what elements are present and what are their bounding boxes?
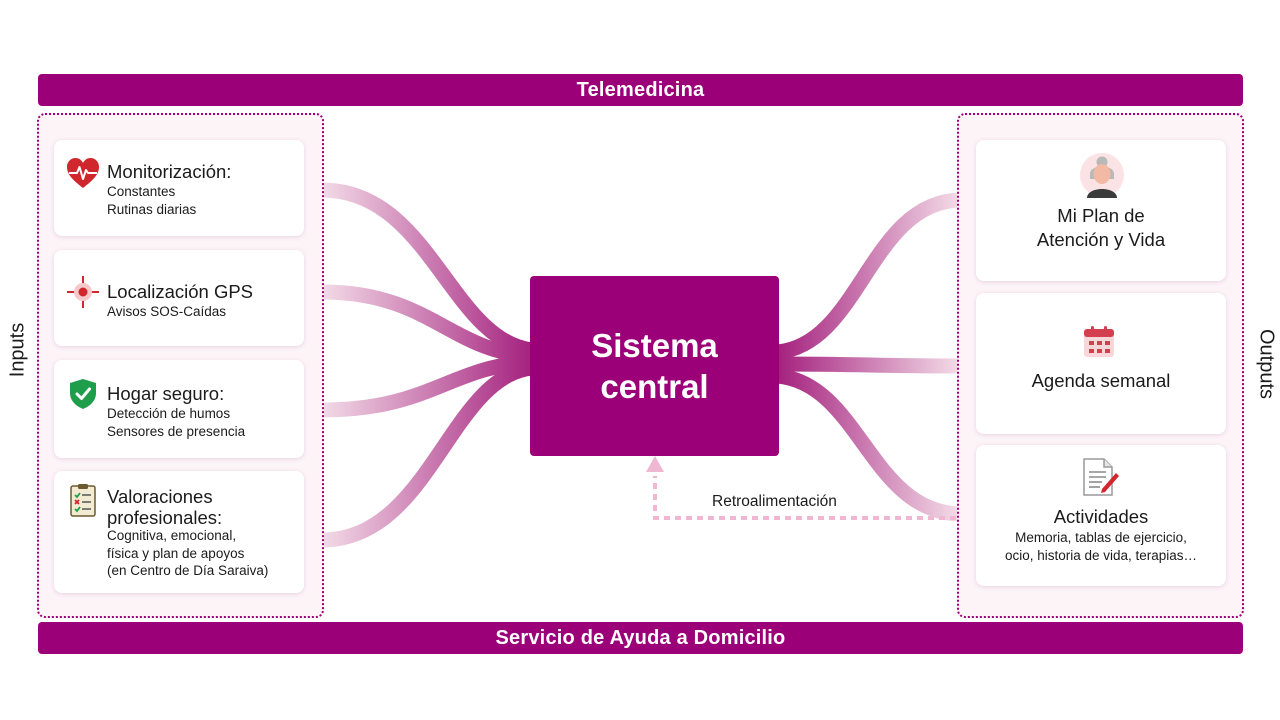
connector-input-home [321,354,533,418]
connector-input-assessments [321,360,534,548]
input-title: Localización GPS [107,281,254,302]
input-card-assessments: Valoraciones profesionales: Cognitiva, e… [54,471,304,593]
input-card-gps: Localización GPS Avisos SOS-Caídas [54,250,304,346]
output-title: Mi Plan de Atención y Vida [1036,205,1166,250]
home-help-band: Servicio de Ayuda a Domicilio [38,622,1243,654]
output-description: Memoria, tablas de ejercicio, ocio, hist… [1004,530,1198,563]
calendar-icon [1082,325,1116,359]
input-card-home: Hogar seguro: Detección de humos Sensore… [54,360,304,458]
input-title: Monitorización: [107,161,232,182]
output-title: Agenda semanal [1031,370,1171,391]
input-description: Cognitiva, emocional, física y plan de a… [107,528,269,578]
input-description: Constantes Rutinas diarias [107,184,197,217]
input-title: Valoraciones profesionales: [107,486,223,528]
feedback-label: Retroalimentación [712,493,837,510]
input-title: Hogar seguro: [107,383,225,404]
output-card-activities: Actividades Memoria, tablas de ejercicio… [976,445,1226,586]
output-title: Actividades [1053,506,1149,527]
output-card-agenda: Agenda semanal [976,293,1226,434]
connector-output-agenda [777,356,961,374]
connector-output-activities [776,368,961,522]
input-description: Avisos SOS-Caídas [107,304,227,319]
output-card-plan: Mi Plan de Atención y Vida [976,140,1226,281]
telemedicine-band: Telemedicina [38,74,1243,106]
input-card-monitoring: Monitorización: Constantes Rutinas diari… [54,140,304,236]
elderly-person-icon [1079,152,1125,198]
connector-input-gps [321,284,533,364]
connector-input-monitoring [321,182,534,358]
clipboard-checklist-icon [66,483,100,517]
input-description: Detección de humos Sensores de presencia [107,406,246,439]
central-system-box: Sistema central [530,276,779,456]
feedback-arrow [646,456,956,520]
inputs-label: Inputs [6,322,29,378]
gps-target-icon [66,275,100,309]
connector-output-plan [776,192,961,360]
document-pencil-icon [1080,457,1120,497]
heart-pulse-icon [66,157,100,191]
outputs-label: Outputs [1255,328,1278,400]
shield-check-icon [66,377,100,411]
